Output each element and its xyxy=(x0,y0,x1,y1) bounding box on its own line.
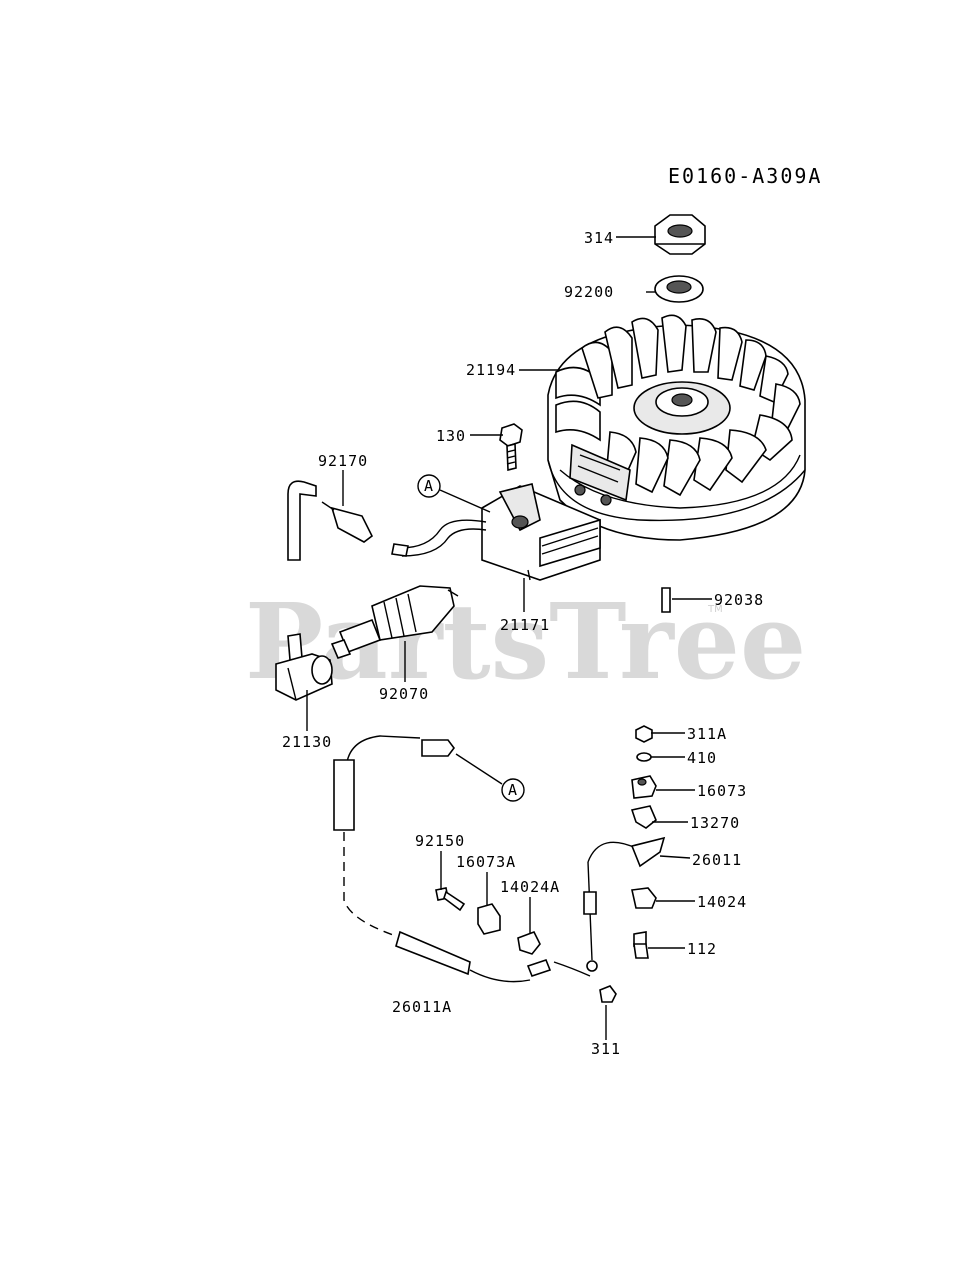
label-21171: 21171 xyxy=(500,616,550,634)
ref-marker-top: A xyxy=(417,474,491,513)
bolt-130-drawing xyxy=(499,423,523,472)
label-16073: 16073 xyxy=(697,782,747,800)
label-92038: 92038 xyxy=(714,591,764,609)
label-13270: 13270 xyxy=(690,814,740,832)
label-92170: 92170 xyxy=(318,452,368,470)
label-92150: 92150 xyxy=(415,832,465,850)
label-26011A: 26011A xyxy=(392,998,452,1016)
label-14024A: 14024A xyxy=(500,878,560,896)
label-26011: 26011 xyxy=(692,851,742,869)
label-92200: 92200 xyxy=(564,283,614,301)
label-112: 112 xyxy=(687,940,717,958)
diagram-code: E0160-A309A xyxy=(668,164,822,188)
label-92070: 92070 xyxy=(379,685,429,703)
label-311: 311 xyxy=(591,1040,621,1058)
label-21130: 21130 xyxy=(282,733,332,751)
stop-wire-drawing xyxy=(553,836,666,977)
nut-314-drawing xyxy=(654,214,706,255)
key-92038-drawing xyxy=(661,587,671,613)
watermark-tm: TM xyxy=(707,604,723,615)
spark-plug-drawing xyxy=(330,585,459,659)
ref-marker-bottom: A xyxy=(455,753,525,802)
hardware-drawings xyxy=(435,725,657,1003)
label-410: 410 xyxy=(687,749,717,767)
washer-92200-drawing xyxy=(654,275,704,303)
svg-text:A: A xyxy=(508,781,518,799)
label-14024: 14024 xyxy=(697,893,747,911)
leader-lines xyxy=(306,236,712,1040)
label-130: 130 xyxy=(436,427,466,445)
svg-text:A: A xyxy=(424,477,434,495)
stop-wire-a-drawing xyxy=(333,735,552,983)
label-311A: 311A xyxy=(687,725,727,743)
flywheel-drawing xyxy=(547,314,806,541)
label-314: 314 xyxy=(584,229,614,247)
plug-cap-drawing xyxy=(275,633,333,701)
label-16073A: 16073A xyxy=(456,853,516,871)
ignition-coil-drawing xyxy=(481,483,601,581)
ht-lead-drawing xyxy=(287,480,487,561)
label-21194: 21194 xyxy=(466,361,516,379)
